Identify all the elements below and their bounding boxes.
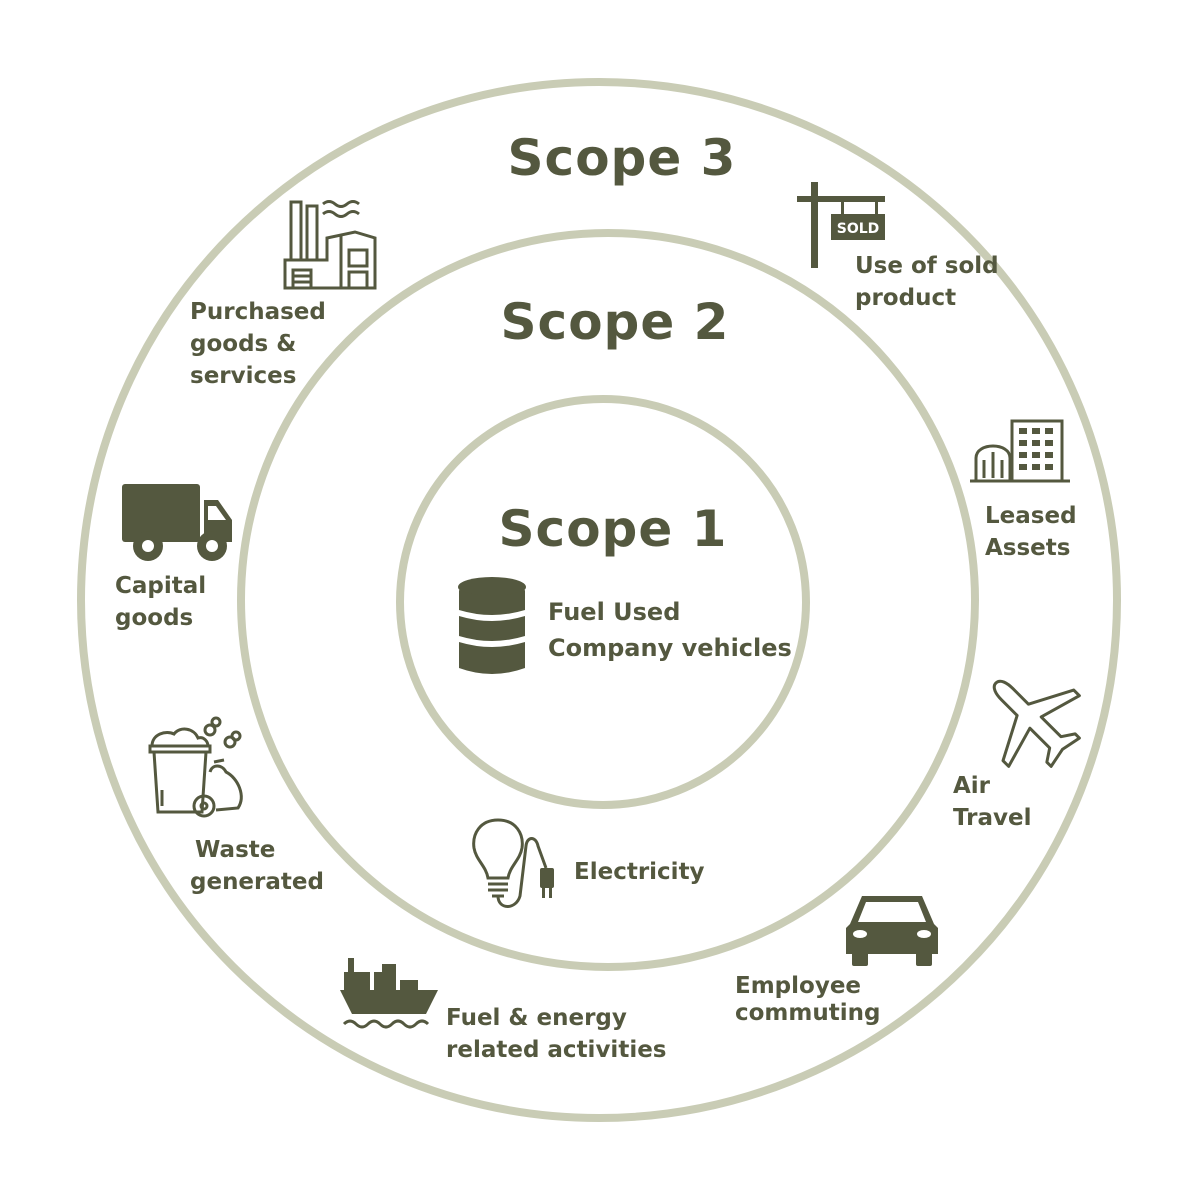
waste-generated-label-line2: generated	[190, 869, 324, 895]
car-icon	[846, 896, 938, 966]
scope1-title: Scope 1	[498, 500, 728, 558]
truck-icon	[122, 484, 232, 561]
capital-goods-label: Capital goods	[115, 573, 207, 631]
scope2-ring	[237, 229, 979, 971]
fuel-energy-label: Fuel & energy related activities	[446, 1005, 667, 1063]
purchased-goods-label: Purchased goods & services	[190, 299, 326, 389]
lightbulb-plug-icon	[472, 818, 554, 908]
employee-commuting-label: Employee commuting	[735, 973, 881, 1026]
leased-assets-label: Leased Assets	[985, 503, 1077, 561]
scope3-title: Scope 3	[507, 129, 737, 187]
sold-sign-icon: SOLD	[797, 182, 885, 268]
scope3-ring	[77, 78, 1121, 1122]
factory-icon	[283, 200, 377, 290]
scope2-title: Scope 2	[500, 293, 730, 351]
air-travel-label: Air Travel	[953, 773, 1032, 831]
waste-bin-icon	[148, 716, 243, 818]
sold-sign-text: SOLD	[837, 221, 880, 237]
fuel-used-label: Fuel Used Company vehicles	[548, 598, 792, 662]
ship-icon	[340, 958, 438, 1029]
waste-generated-label: Waste	[195, 837, 276, 863]
airplane-icon	[992, 679, 1081, 768]
buildings-icon	[970, 419, 1070, 483]
barrel-icon	[458, 577, 526, 674]
scope1-ring	[396, 395, 810, 809]
electricity-label: Electricity	[574, 859, 705, 885]
use-of-sold-product-label: Use of sold product	[855, 253, 999, 311]
